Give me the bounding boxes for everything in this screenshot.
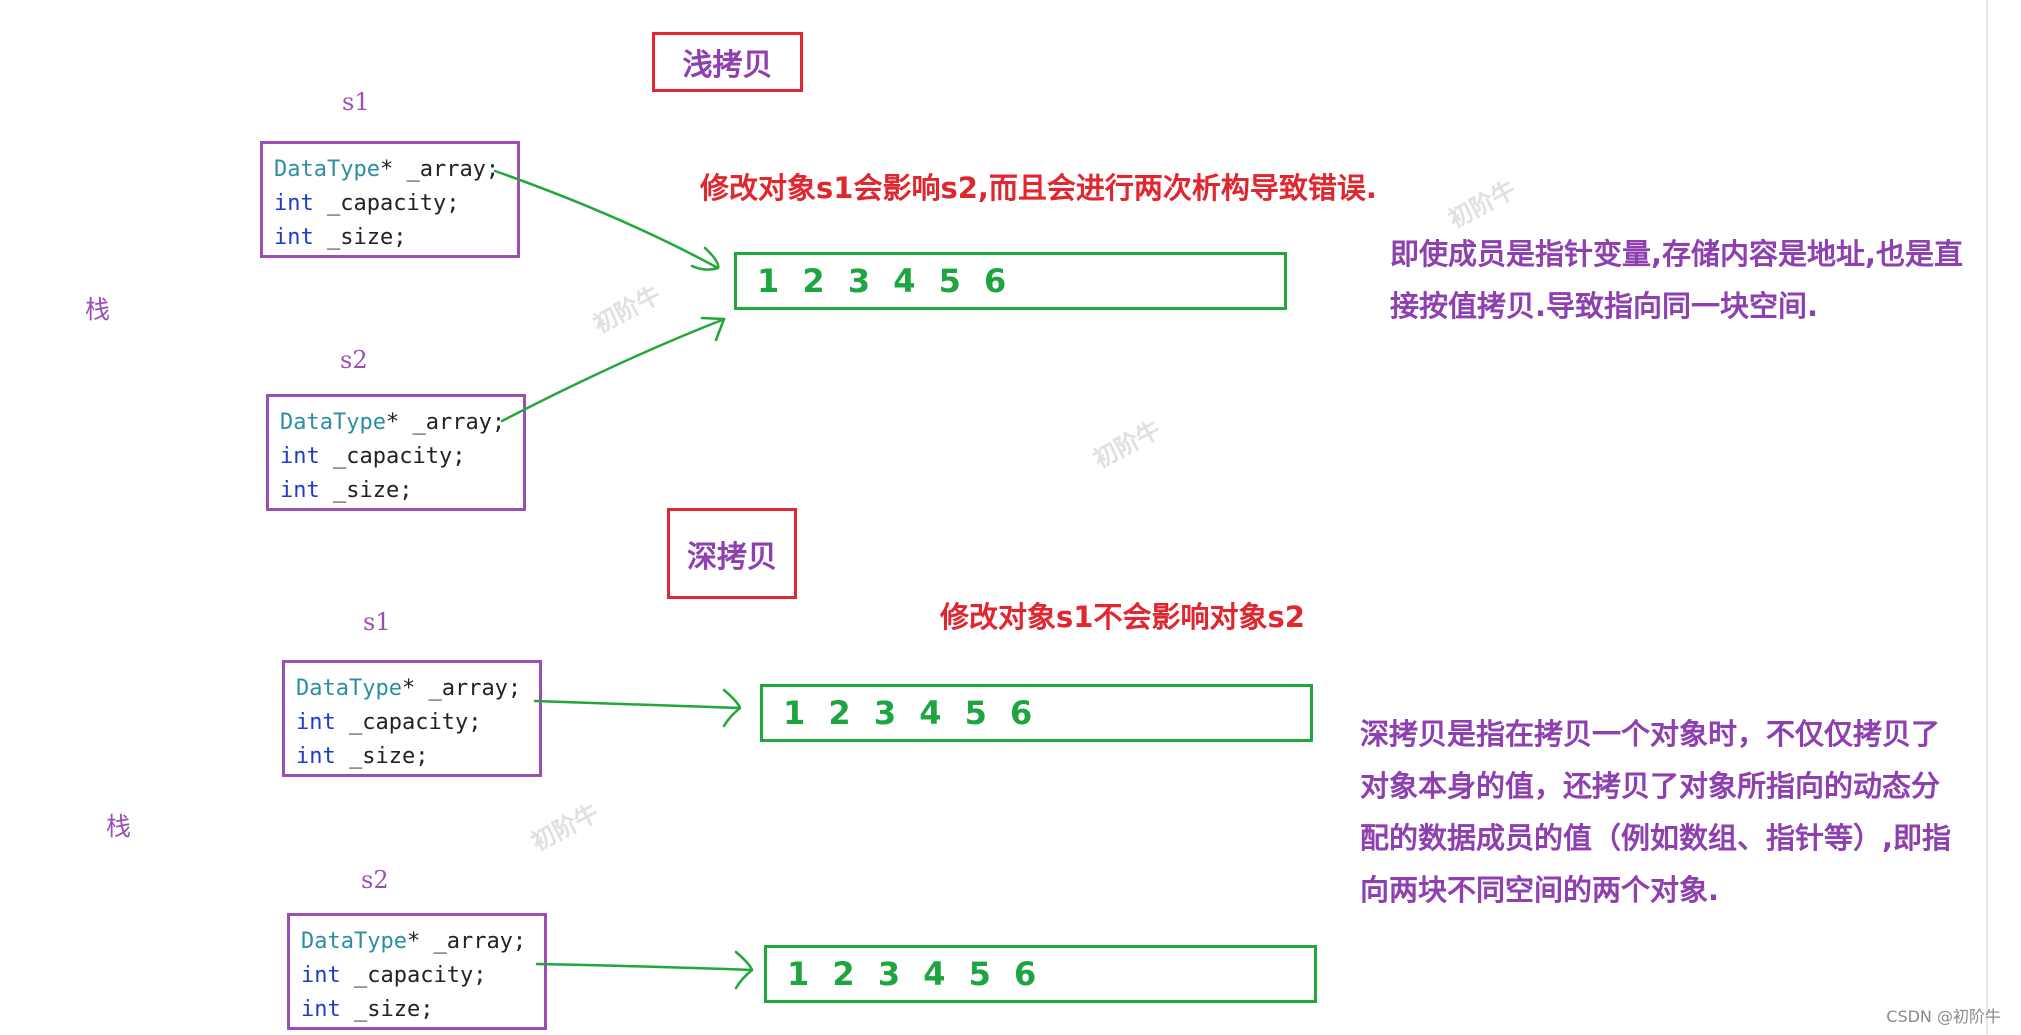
shallow-array-values: 1 2 3 4 5 6 xyxy=(757,262,1013,300)
shallow-shared-array: 1 2 3 4 5 6 xyxy=(734,252,1287,310)
shallow-s2-arrow xyxy=(500,318,724,423)
shallow-purple-note: 即使成员是指针变量,存储内容是地址,也是直接按值拷贝.导致指向同一块空间. xyxy=(1390,237,1964,323)
deep-red-note: 修改对象s1不会影响对象s2 xyxy=(940,600,1305,634)
struct-line-array: DataType* _array; xyxy=(296,676,522,701)
deep-s2-struct: DataType* _array; int _capacity; int _si… xyxy=(287,913,547,1030)
shallow-copy-title-text: 浅拷贝 xyxy=(682,48,773,83)
deep-s1-arrow-head xyxy=(722,688,742,728)
page-edge-divider xyxy=(1986,0,1988,1035)
struct-line-capacity: int _capacity; xyxy=(274,191,460,216)
shallow-s2-struct: DataType* _array; int _capacity; int _si… xyxy=(266,394,526,511)
struct-line-array: DataType* _array; xyxy=(301,929,527,954)
deep-s1-struct: DataType* _array; int _capacity; int _si… xyxy=(282,660,542,777)
struct-line-capacity: int _capacity; xyxy=(301,963,487,988)
struct-line-capacity: int _capacity; xyxy=(280,444,466,469)
shallow-copy-title: 浅拷贝 xyxy=(652,32,803,92)
struct-line-capacity: int _capacity; xyxy=(296,710,482,735)
deep-s1-array: 1 2 3 4 5 6 xyxy=(760,684,1313,742)
deep-s1-label: s1 xyxy=(363,608,391,636)
deep-s2-label: s2 xyxy=(361,866,389,894)
footer-credit: CSDN @初阶牛 xyxy=(1886,1007,2001,1026)
deep-purple-note: 深拷贝是指在拷贝一个对象时，不仅仅拷贝了对象本身的值，还拷贝了对象所指向的动态分… xyxy=(1360,717,1952,907)
deep-s1-arrow xyxy=(533,699,742,710)
struct-line-size: int _size; xyxy=(301,997,434,1022)
shallow-s2-label: s2 xyxy=(340,346,368,374)
struct-line-size: int _size; xyxy=(296,744,429,769)
shallow-stack-label: 栈 xyxy=(85,295,111,324)
shallow-s1-arrow xyxy=(493,169,720,270)
deep-stack-label: 栈 xyxy=(106,812,132,841)
shallow-s1-arrow-head xyxy=(690,246,720,271)
deep-array1-values: 1 2 3 4 5 6 xyxy=(783,694,1039,732)
struct-line-size: int _size; xyxy=(280,478,413,503)
struct-line-array: DataType* _array; xyxy=(280,410,506,435)
deep-s2-array: 1 2 3 4 5 6 xyxy=(764,945,1317,1003)
shallow-s1-label: s1 xyxy=(342,88,370,116)
deep-copy-title: 深拷贝 xyxy=(667,508,797,599)
deep-s2-arrow xyxy=(535,962,754,972)
deep-array2-values: 1 2 3 4 5 6 xyxy=(787,955,1043,993)
shallow-s1-struct: DataType* _array; int _capacity; int _si… xyxy=(260,141,520,258)
deep-copy-title-text: 深拷贝 xyxy=(687,539,777,575)
shallow-s2-arrow-head xyxy=(700,316,726,342)
struct-line-size: int _size; xyxy=(274,225,407,250)
shallow-red-note: 修改对象s1会影响s2,而且会进行两次析构导致错误. xyxy=(700,171,1377,205)
deep-s2-arrow-head xyxy=(734,950,754,990)
struct-line-array: DataType* _array; xyxy=(274,157,500,182)
